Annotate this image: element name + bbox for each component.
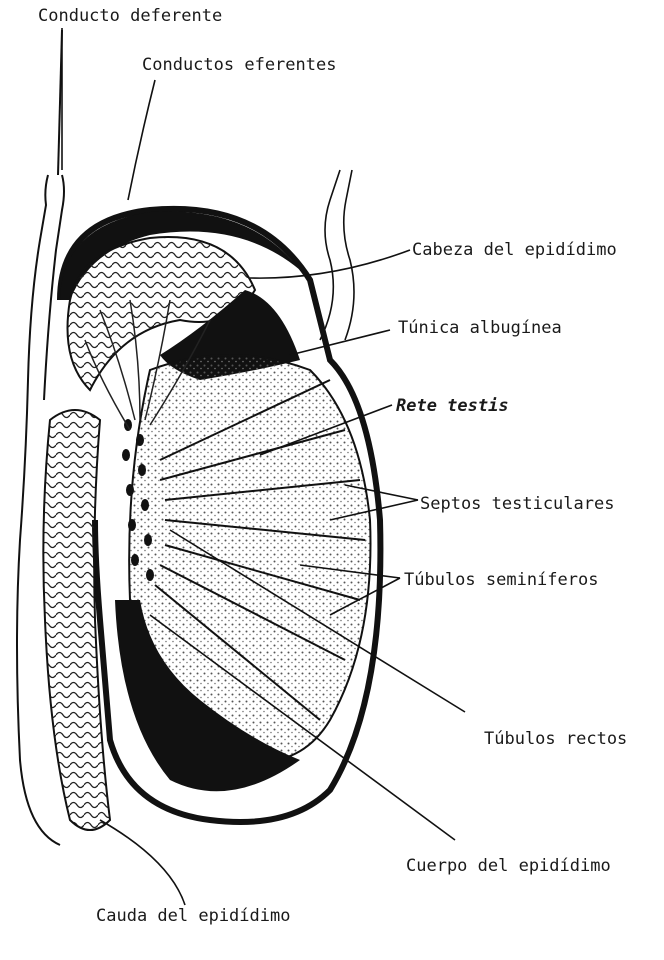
label-tubulos-rectos: Túbulos rectos [484,729,627,749]
label-tunica-albuginea: Túnica albugínea [398,318,562,338]
label-cabeza-epididimo: Cabeza del epidídimo [412,240,617,260]
label-tubulos-seminiferos: Túbulos seminíferos [404,570,598,590]
label-conductos-eferentes: Conductos eferentes [142,55,336,75]
label-cauda-epididimo: Cauda del epidídimo [96,906,290,926]
label-conducto-deferente: Conducto deferente [38,6,222,26]
label-septos-testiculares: Septos testiculares [420,494,614,514]
label-cuerpo-epididimo: Cuerpo del epidídimo [406,856,611,876]
label-rete-testis: Rete testis [396,396,509,416]
